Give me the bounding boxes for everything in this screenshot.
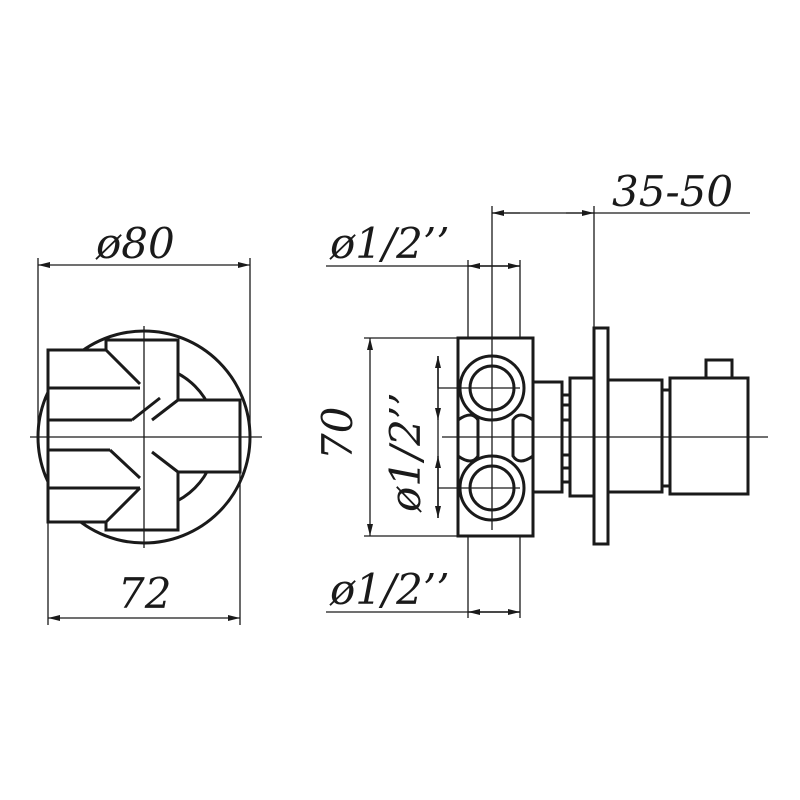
bottom-port-label: ø1/2’’ (329, 565, 450, 614)
diameter-label: ø80 (95, 219, 175, 268)
wall-flange (592, 326, 610, 546)
handle-cap (668, 376, 750, 496)
top-port-label: ø1/2’’ (329, 219, 450, 268)
side-view: ø1/2’’ ø1/2’’ 70 ø1/2’’ 35-50 (313, 167, 768, 618)
width-label: 72 (118, 569, 171, 618)
depth-label: 35-50 (612, 167, 733, 216)
lever-stub (704, 358, 734, 380)
height-label: 70 (313, 407, 362, 460)
front-view: ø80 72 (30, 219, 262, 625)
valve-body (456, 336, 535, 538)
vertical-port-label: ø1/2’’ (381, 392, 430, 513)
